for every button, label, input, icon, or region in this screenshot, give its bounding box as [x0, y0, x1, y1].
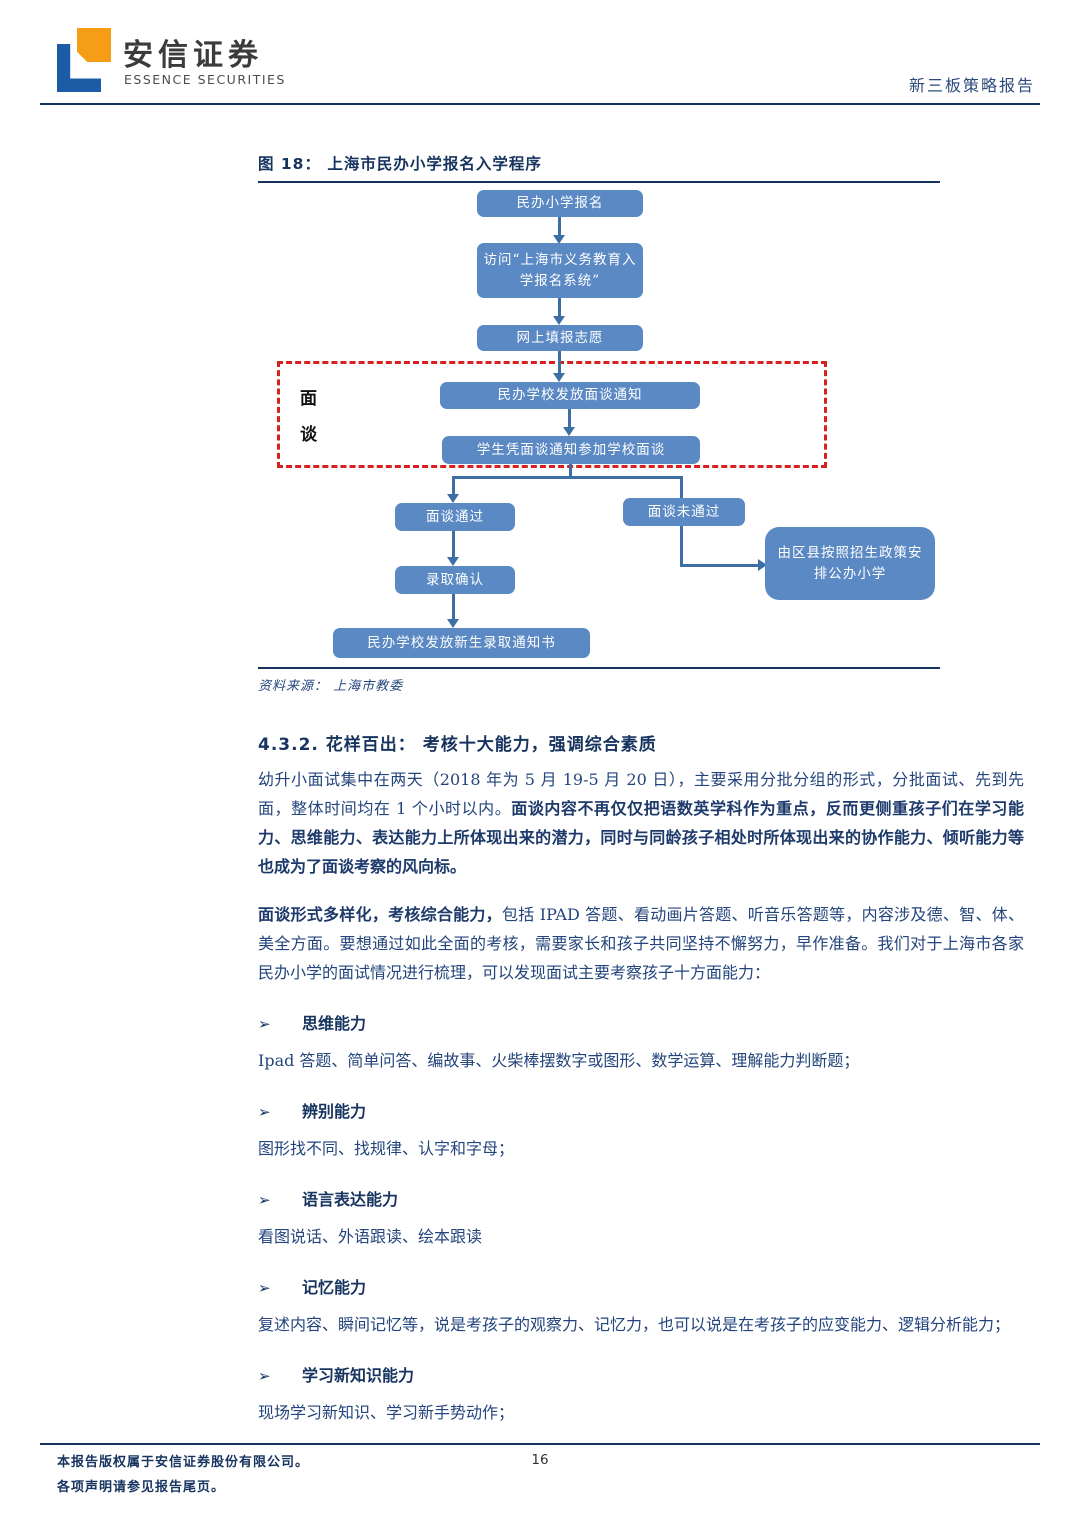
flow-node-interview-passed: 面谈通过 [395, 503, 515, 531]
flow-connector [558, 351, 561, 373]
bullet-arrow-icon: ➢ [258, 1191, 271, 1209]
ability-title: 学习新知识能力 [302, 1366, 415, 1385]
flow-node-attend-interview: 学生凭面谈通知参加学校面谈 [442, 436, 700, 464]
copyright-line-1: 本报告版权属于安信证券股份有限公司。 [57, 1455, 310, 1470]
ability-title-row: ➢ 学习新知识能力 [258, 1361, 1024, 1391]
paragraph-2-bold: 面谈形式多样化，考核综合能力， [258, 905, 502, 924]
flow-node-interview-failed: 面谈未通过 [623, 498, 745, 526]
copyright-block: 本报告版权属于安信证券股份有限公司。 各项声明请参见报告尾页。 [57, 1450, 309, 1500]
ability-desc: 看图说话、外语跟读、绘本跟读 [258, 1227, 483, 1246]
arrow-down-icon [447, 494, 459, 503]
ability-group-language: ➢ 语言表达能力 看图说话、外语跟读、绘本跟读 [258, 1185, 1024, 1251]
ability-desc: 图形找不同、找规律、认字和字母； [258, 1139, 515, 1158]
brand-name-en: ESSENCE SECURITIES [124, 72, 286, 87]
figure-title: 图 18： 上海市民办小学报名入学程序 [258, 152, 940, 183]
flow-node-admission-confirmation: 录取确认 [395, 566, 515, 594]
report-type-label: 新三板策略报告 [908, 76, 1035, 95]
bullet-arrow-icon: ➢ [258, 1015, 271, 1033]
ability-title-row: ➢ 辨别能力 [258, 1097, 1024, 1127]
flow-connector [453, 476, 683, 479]
flow-connector [558, 298, 561, 316]
arrow-down-icon [553, 316, 565, 325]
paragraph-1-normal: 幼升小面试集中在两天（2018 年为 5 月 19-5 月 20 日），主要采用… [258, 770, 1024, 818]
ability-title: 记忆能力 [302, 1278, 367, 1297]
flow-node-online-application: 网上填报志愿 [477, 325, 643, 351]
flowchart-canvas: 面谈 民办小学报名 访问“上海市义务教育入学报名系统” 网上填报志愿 民办学校发… [258, 183, 940, 669]
flow-connector [569, 464, 572, 478]
bullet-arrow-icon: ➢ [258, 1367, 271, 1385]
flow-connector [452, 594, 455, 619]
arrow-right-icon [758, 559, 767, 571]
flow-connector [568, 409, 571, 427]
interview-highlight-box [277, 361, 827, 468]
logo-cube-orange-face [77, 28, 111, 62]
flow-node-admission-letter: 民办学校发放新生录取通知书 [333, 628, 590, 658]
arrow-down-icon [563, 427, 575, 436]
header-divider [40, 103, 1040, 105]
footer-divider [40, 1443, 1040, 1445]
logo-cube-icon [57, 28, 113, 94]
ability-title-row: ➢ 思维能力 [258, 1009, 1024, 1039]
ability-title: 语言表达能力 [302, 1190, 399, 1209]
company-logo: 安信证券 ESSENCE SECURITIES [57, 26, 287, 98]
page-number: 16 [531, 1452, 549, 1468]
paragraph-2-normal: 包括 IPAD 答题、看动画片答题、听音乐答题等，内容涉及德、智、体、美全方面。… [258, 905, 1024, 982]
arrow-down-icon [553, 235, 565, 244]
flow-connector [558, 217, 561, 235]
ability-group-memory: ➢ 记忆能力 复述内容、瞬间记忆等，说是考孩子的观察力、记忆力，也可以说是在考孩子… [258, 1273, 1024, 1339]
body-column: 4.3.2. 花样百出： 考核十大能力，强调综合素质 幼升小面试集中在两天（20… [258, 730, 1024, 1427]
figure-source: 资料来源： 上海市教委 [258, 679, 404, 694]
arrow-down-icon [447, 557, 459, 566]
page-header: 安信证券 ESSENCE SECURITIES 新三板策略报告 [0, 0, 1080, 110]
bullet-arrow-icon: ➢ [258, 1103, 271, 1121]
paragraph-2: 面谈形式多样化，考核综合能力，包括 IPAD 答题、看动画片答题、听音乐答题等，… [258, 900, 1024, 987]
ability-group-new-knowledge: ➢ 学习新知识能力 现场学习新知识、学习新手势动作； [258, 1361, 1024, 1427]
figure-18: 图 18： 上海市民办小学报名入学程序 面谈 民办小学报名 访问“上 [258, 152, 940, 694]
ability-group-discrimination: ➢ 辨别能力 图形找不同、找规律、认字和字母； [258, 1097, 1024, 1163]
ability-desc: Ipad 答题、简单问答、编故事、火柴棒摆数字或图形、数学运算、理解能力判断题； [258, 1051, 860, 1070]
brand-name-cn: 安信证券 [123, 38, 263, 73]
interview-stage-label: 面谈 [300, 389, 317, 445]
flow-node-visit-enrollment-system: 访问“上海市义务教育入学报名系统” [477, 243, 643, 298]
arrow-down-icon [553, 373, 565, 382]
ability-title: 思维能力 [302, 1014, 367, 1033]
flow-connector [452, 531, 455, 557]
flow-connector [680, 564, 758, 567]
flow-node-public-school-arrangement: 由区县按照招生政策安排公办小学 [765, 527, 935, 600]
bullet-arrow-icon: ➢ [258, 1279, 271, 1297]
ability-desc: 现场学习新知识、学习新手势动作； [258, 1403, 515, 1422]
section-heading: 4.3.2. 花样百出： 考核十大能力，强调综合素质 [258, 735, 657, 755]
paragraph-1: 幼升小面试集中在两天（2018 年为 5 月 19-5 月 20 日），主要采用… [258, 765, 1024, 881]
ability-desc: 复述内容、瞬间记忆等，说是考孩子的观察力、记忆力，也可以说是在考孩子的应变能力、… [258, 1315, 1011, 1334]
copyright-line-2: 各项声明请参见报告尾页。 [57, 1480, 226, 1495]
ability-title-row: ➢ 语言表达能力 [258, 1185, 1024, 1215]
flow-node-interview-notice-issued: 民办学校发放面谈通知 [440, 382, 700, 409]
ability-group-thinking: ➢ 思维能力 Ipad 答题、简单问答、编故事、火柴棒摆数字或图形、数学运算、理解… [258, 1009, 1024, 1075]
ability-title: 辨别能力 [302, 1102, 367, 1121]
flow-node-private-school-registration: 民办小学报名 [477, 190, 643, 217]
arrow-down-icon [447, 619, 459, 628]
flow-connector [452, 476, 455, 494]
paragraph-1-bold: 面谈内容不再仅仅把语数英学科作为重点，反而更侧重孩子们在学习能力、思维能力、表达… [258, 799, 1024, 876]
ability-title-row: ➢ 记忆能力 [258, 1273, 1024, 1303]
